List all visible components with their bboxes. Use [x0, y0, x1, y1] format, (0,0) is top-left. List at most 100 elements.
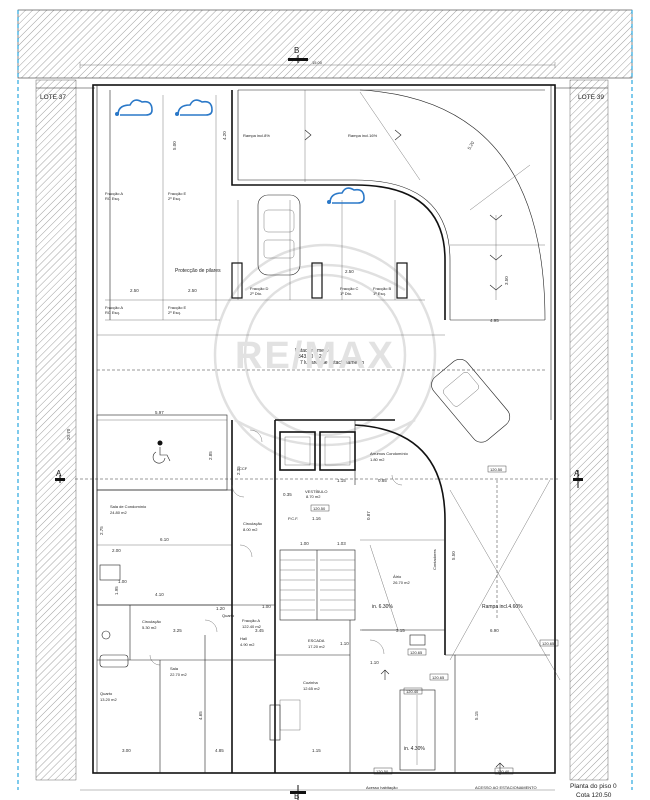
room-name: CCF [239, 466, 248, 471]
dimension-label: 2.75 [99, 526, 104, 535]
elevation-tags: 120.50 120.50 120.65 120.40 120.50 120.4… [310, 465, 559, 775]
dimension-label: 2.00 [112, 548, 121, 553]
dimension-label: 2.50 [188, 288, 197, 293]
dimension-label: 4.10 [155, 592, 164, 597]
dimension-label: 2.50 [130, 288, 139, 293]
watermark-text: RE/MAX [235, 335, 395, 377]
parking-slot-label: Fracção D [250, 286, 269, 291]
room-area: 12.65 m2 [303, 686, 320, 691]
floor-label: Planta do piso 0 [570, 783, 617, 790]
dimension-label: 6.10 [160, 537, 169, 542]
dimension-label: 4.95 [490, 318, 499, 323]
parking-slot-sub: 2º Esq. [168, 310, 181, 315]
section-mark-a-left: A [56, 469, 62, 478]
room-area: 1.80 m2 [370, 457, 385, 462]
parking-places: 7 lugares de estacionamento [300, 360, 364, 366]
access-housing-label: Acesso habitação [366, 785, 398, 790]
parking-slot-label: Fracção E [168, 191, 187, 196]
parking-slot-sub: 1º Esq. [373, 291, 386, 296]
dimension-label: 1.16 [312, 516, 321, 521]
room-area: 122.40 m2 [242, 624, 262, 629]
elevation-label: 120.65 [542, 641, 555, 646]
ramp-label: Rampa incl.4.60% [482, 604, 523, 610]
dimension-label: 1.20 [216, 606, 225, 611]
staircase [279, 549, 356, 621]
right-neighbor-hatch [569, 79, 609, 781]
room-area: 8.70 m2 [306, 494, 321, 499]
dimension-label: 1.15 [337, 478, 346, 483]
room-name: Fracção A [242, 618, 260, 623]
room-name: ESCADA [308, 638, 325, 643]
room-name: Cozinha [303, 680, 318, 685]
dimension-label: 6.90 [490, 628, 499, 633]
street-hatch [17, 9, 633, 79]
bathtub [99, 654, 129, 668]
ramp-label: Rampa incl.16% [348, 133, 378, 138]
pillars-note: Protecção de pilares [175, 268, 221, 274]
dimension-label: 4.20 [222, 131, 227, 140]
room-area: 24.80 m2 [110, 510, 127, 515]
entry-arrow-icon [495, 762, 505, 775]
parking-slot-sub: 2º Esq. [168, 196, 181, 201]
room-name: Quarto [100, 691, 113, 696]
ramp-label: in. 4.30% [404, 746, 425, 752]
room-area: 5.30 m2 [142, 625, 157, 630]
dimension-label: 1.10 [340, 641, 349, 646]
parking-slot-label: Fracção A [105, 305, 123, 310]
dimension-label: 1.10 [370, 660, 379, 665]
ramp-label: Rampa incl.8% [243, 133, 270, 138]
room-name: Circulação [142, 619, 162, 624]
dimension-label: 3.15 [396, 628, 405, 633]
dimension-label: 3.50 [504, 276, 509, 285]
parking-title: Estacionamento [295, 348, 331, 354]
dimension-label: 1.03 [337, 541, 346, 546]
elevation-label: 120.50 [376, 769, 389, 774]
dimension-label: 0.85 [378, 478, 387, 483]
toilet [101, 630, 111, 640]
entry-arrow-icon [380, 669, 390, 680]
level-label: Cota 120.50 [576, 792, 612, 799]
dimension-label: 5.50 [451, 551, 456, 560]
car-icon [431, 359, 511, 443]
room-name: Sala de Condomínio [110, 504, 147, 509]
building-outline [92, 84, 556, 774]
dimension-label: 2.85 [208, 451, 213, 460]
parking-slot-label: Fracção E [168, 305, 187, 310]
dimension-label: 1.00 [300, 541, 309, 546]
elevation-label: 120.40 [406, 689, 419, 694]
ramp-arrows [304, 129, 503, 300]
ev-charging-icon [115, 99, 153, 116]
room-area: 13.20 m2 [100, 697, 117, 702]
dimension-label: 2.35 [236, 466, 241, 475]
dimension-label: 20.70 [66, 428, 71, 440]
room-area: 17.20 m2 [308, 644, 325, 649]
car-icon [257, 194, 301, 276]
room-area: 22.70 m2 [170, 672, 187, 677]
wheelchair-icon [152, 440, 171, 464]
stair-treads [280, 550, 355, 620]
dimension-label: 5.00 [172, 141, 177, 150]
room-name: Quarto [222, 613, 235, 618]
room-name: VESTÍBULO [305, 489, 327, 494]
dimension-label: 3.45 [255, 628, 264, 633]
dimension-label: 1.00 [118, 579, 127, 584]
room-area: 26.70 m2 [393, 580, 410, 585]
elevator [279, 431, 316, 471]
room-name: Circulação [243, 521, 263, 526]
elevation-label: 120.65 [410, 650, 423, 655]
parking-slot-label: Fracção A [105, 191, 123, 196]
access-parking-label: ACESSO AO ESTACIONAMENTO [475, 785, 537, 790]
bathroom-fixture [99, 564, 121, 581]
dimension-label: 0.87 [366, 511, 371, 520]
ev-charging-icon [327, 187, 365, 204]
room-area: 4.90 m2 [240, 642, 255, 647]
dimension-label: 5.20 [467, 140, 476, 151]
section-mark-a-right: A [574, 469, 580, 478]
room-name: Contadores [432, 549, 437, 570]
dimension-label: 3.00 [122, 748, 131, 753]
room-name: P.C.F. [288, 516, 298, 521]
parking-slot-sub: RC Esq. [105, 196, 120, 201]
elevation-label: 120.50 [313, 506, 326, 511]
pillar [311, 262, 323, 299]
